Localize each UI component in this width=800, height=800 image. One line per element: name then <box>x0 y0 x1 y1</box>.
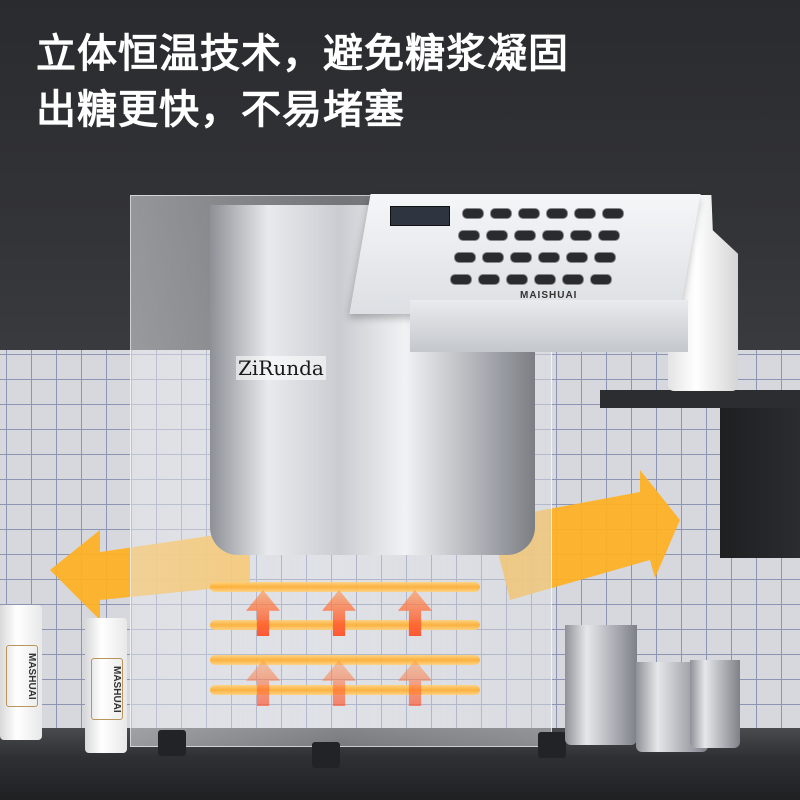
keypad-key[interactable] <box>510 252 532 263</box>
keypad-key[interactable] <box>486 230 508 241</box>
keypad-key[interactable] <box>598 230 620 241</box>
wall-shelf <box>600 390 800 408</box>
keypad-key[interactable] <box>454 252 476 263</box>
lcd-display <box>390 206 450 226</box>
headline: 立体恒温技术，避免糖浆凝固 出糖更快，不易堵塞 <box>36 26 569 138</box>
heating-coil <box>210 655 480 665</box>
keypad-key[interactable] <box>602 208 624 219</box>
keypad-key[interactable] <box>562 274 584 285</box>
keypad-key[interactable] <box>450 274 472 285</box>
keypad-key[interactable] <box>534 274 556 285</box>
keypad-key[interactable] <box>514 230 536 241</box>
machine-foot <box>538 732 566 758</box>
keypad-key[interactable] <box>574 208 596 219</box>
headline-line-1: 立体恒温技术，避免糖浆凝固 <box>36 31 569 77</box>
steel-cup <box>565 625 637 745</box>
canister-logo: MASHUAI <box>91 658 123 720</box>
watermark-text: ZiRunda <box>236 356 326 380</box>
keypad-key[interactable] <box>566 252 588 263</box>
keypad-key[interactable] <box>590 274 612 285</box>
shelf-support <box>720 408 800 558</box>
keypad-key[interactable] <box>490 208 512 219</box>
control-panel-front <box>410 300 688 352</box>
sugar-canister: MASHUAI <box>0 605 42 740</box>
steel-cup <box>690 660 740 748</box>
keypad-key[interactable] <box>538 252 560 263</box>
keypad-key[interactable] <box>482 252 504 263</box>
headline-line-2: 出糖更快，不易堵塞 <box>36 87 405 133</box>
keypad-key[interactable] <box>570 230 592 241</box>
heating-coil <box>210 582 480 592</box>
machine-foot <box>312 742 340 768</box>
keypad-key[interactable] <box>594 252 616 263</box>
keypad-key[interactable] <box>506 274 528 285</box>
keypad-key[interactable] <box>542 230 564 241</box>
keypad-key[interactable] <box>462 208 484 219</box>
machine-brand-label: MAISHUAI <box>520 290 578 301</box>
machine-foot <box>158 730 186 756</box>
canister-logo: MASHUAI <box>6 645 38 707</box>
keypad-key[interactable] <box>546 208 568 219</box>
sugar-canister: MASHUAI <box>85 618 127 753</box>
keypad-key[interactable] <box>458 230 480 241</box>
keypad-key[interactable] <box>518 208 540 219</box>
keypad-key[interactable] <box>478 274 500 285</box>
